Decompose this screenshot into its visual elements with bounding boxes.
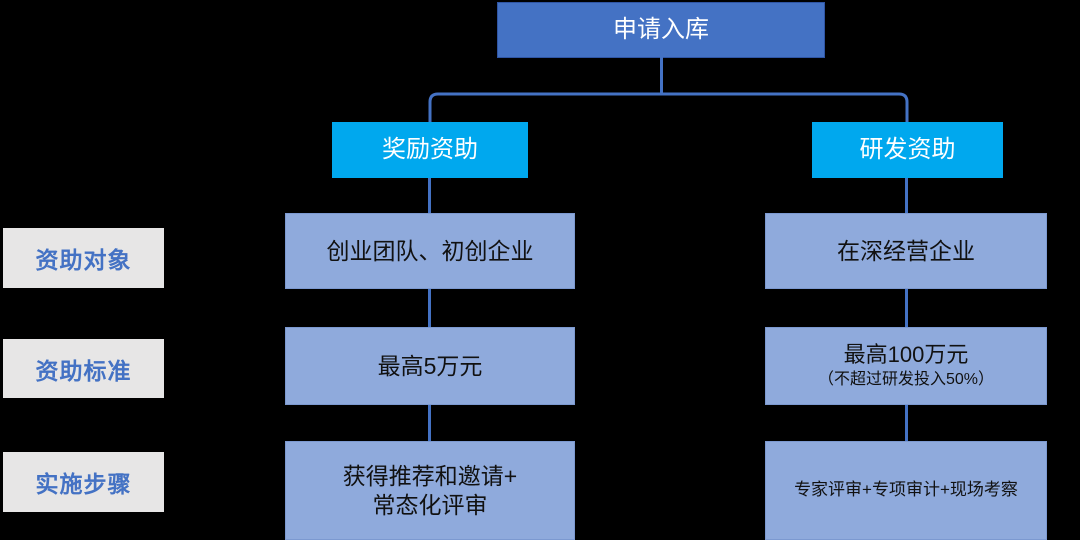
cell-right-standard-subtext: （不超过研发投入50%）	[817, 371, 995, 389]
node-branch-rnd-subsidy[interactable]: 研发资助	[812, 122, 1003, 178]
node-branch-right-label: 研发资助	[859, 136, 956, 164]
row-label-0-text: 资助对象	[35, 247, 132, 273]
cell-left-steps[interactable]: 获得推荐和邀请+ 常态化评审	[285, 441, 575, 540]
cell-left-target-text: 创业团队、初创企业	[326, 237, 534, 264]
cell-right-target-text: 在深经营企业	[837, 237, 975, 264]
row-label-2-text: 实施步骤	[35, 471, 132, 497]
node-branch-award-subsidy[interactable]: 奖励资助	[332, 122, 528, 178]
connector-right-row0-to-row1	[905, 289, 908, 328]
connector-right-row1-to-row2	[905, 405, 908, 442]
connector-branch-bracket	[428, 92, 909, 126]
connector-left-row0-to-row1	[428, 289, 431, 328]
cell-right-standard[interactable]: 最高100万元 （不超过研发投入50%）	[765, 327, 1047, 405]
cell-left-standard-text: 最高5万元	[377, 352, 483, 379]
row-label-subsidy-standard: 资助标准	[3, 339, 164, 398]
cell-right-steps-text: 专家评审+专项审计+现场考察	[794, 480, 1018, 500]
connector-root-stem	[660, 57, 663, 93]
row-label-subsidy-target: 资助对象	[3, 228, 164, 288]
cell-right-standard-text: 最高100万元	[843, 342, 969, 368]
node-root-label: 申请入库	[613, 16, 709, 44]
cell-right-target[interactable]: 在深经营企业	[765, 213, 1047, 289]
cell-left-standard[interactable]: 最高5万元	[285, 327, 575, 405]
cell-left-target[interactable]: 创业团队、初创企业	[285, 213, 575, 289]
cell-left-steps-text-line1: 获得推荐和邀请+	[342, 463, 518, 490]
cell-left-steps-text-line2: 常态化评审	[372, 491, 488, 518]
row-label-implementation-steps: 实施步骤	[3, 452, 164, 512]
node-branch-left-label: 奖励资助	[382, 136, 478, 164]
connector-right-branch-to-row0	[905, 178, 908, 214]
node-root-apply[interactable]: 申请入库	[497, 2, 825, 58]
connector-left-row1-to-row2	[428, 405, 431, 442]
connector-left-branch-to-row0	[428, 178, 431, 214]
cell-right-steps[interactable]: 专家评审+专项审计+现场考察	[765, 441, 1047, 540]
row-label-1-text: 资助标准	[35, 357, 132, 384]
